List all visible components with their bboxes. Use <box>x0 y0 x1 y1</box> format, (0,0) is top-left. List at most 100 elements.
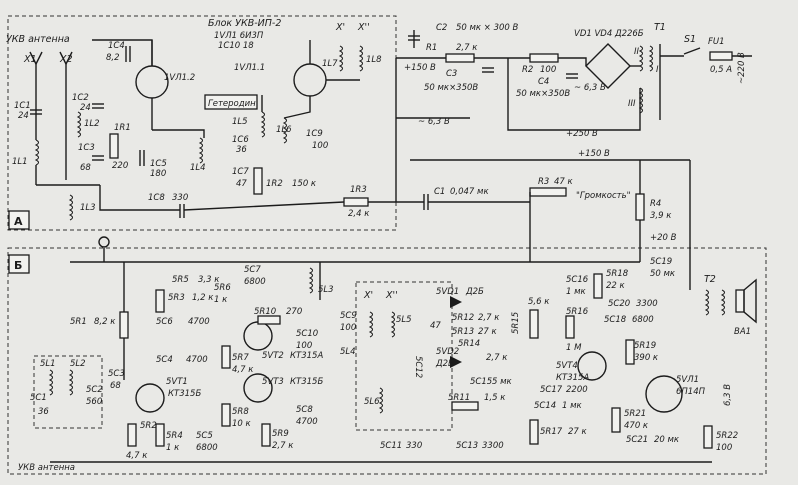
resistor-1r1-value: 220 <box>112 161 128 171</box>
resistor-5r21-value: 470 к <box>624 421 649 431</box>
resistor-5r7-label: 5R7 <box>232 353 249 363</box>
resistor-5r10-label: 5R10 <box>254 307 276 317</box>
resistor-r2 <box>529 53 559 63</box>
coil-1l2 <box>77 111 81 138</box>
potentiometer-r3[interactable] <box>529 187 567 197</box>
heater-label: 6,3 В <box>723 384 733 406</box>
diode-5vd1-label: 5VD1 <box>436 287 459 297</box>
pot-r3-value: 47 к <box>554 177 574 187</box>
coil-1l8 <box>359 45 363 72</box>
resistor-5r12-value: 2,7 к <box>478 313 500 323</box>
transformer-t2-label: T2 <box>704 274 716 285</box>
cap-5c16-label: 5С16 <box>566 275 589 285</box>
resistor-5r7-value: 4,7 к <box>232 365 254 375</box>
resistor-5r9-value: 2,7 к <box>272 441 294 451</box>
cap-1c3-value: 68 <box>80 163 91 173</box>
cap-5c21-value: 20 мк <box>654 435 680 445</box>
resistor-5r4 <box>155 423 165 447</box>
resistor-5r13-value: 27 к <box>478 327 498 337</box>
resistor-5r11-label: 5R11 <box>448 393 470 403</box>
coil-5l1-label: 5L1 <box>40 359 56 369</box>
tube-5vl1-label: 5VЛ1 <box>676 375 699 385</box>
cap-c1-value: 0,047 мк <box>450 187 489 197</box>
block-b-frame <box>7 247 767 475</box>
x-top-1: X' <box>335 22 345 33</box>
speaker-cone <box>743 278 757 324</box>
terminal-top[interactable] <box>98 236 110 248</box>
winding-iii: III <box>628 99 636 109</box>
transistor-5vt3 <box>243 373 273 403</box>
coil-1l7 <box>339 45 343 72</box>
cap-1c6-value: 36 <box>236 145 247 155</box>
resistor-r4-label: R4 <box>650 199 661 209</box>
resistor-5r22-label: 5R22 <box>716 431 738 441</box>
cap-5c12-value: 47 <box>430 321 441 331</box>
resistor-5r18-value: 22 к <box>606 281 626 291</box>
coil-5l2-label: 5L2 <box>70 359 86 369</box>
cap-1c5-value: 180 <box>150 169 166 179</box>
cap-5c20-label: 5С20 <box>608 299 630 309</box>
detector-can <box>355 281 453 431</box>
resistor-5r22 <box>703 425 713 449</box>
cap-5c10-label: 5С10 <box>296 329 318 339</box>
winding-ii: II <box>634 47 640 57</box>
resistor-5r16-value: 1 М <box>566 343 582 353</box>
transistor-5vt1-type: КТ315Б <box>168 389 201 399</box>
resistor-5r4-value: 1 к <box>166 443 180 453</box>
heater-63-label: ~ 6,3 В <box>418 117 450 127</box>
rail-250-label: +250 В <box>566 129 598 139</box>
cap-5c5-value: 6800 <box>196 443 218 453</box>
resistor-5r11 <box>451 401 479 411</box>
coil-1l8-label: 1L8 <box>366 55 382 65</box>
cap-1c4-label: 1С4 <box>108 41 125 51</box>
diode-5vd1 <box>450 296 462 308</box>
coil-5l5-label: 5L5 <box>396 315 412 325</box>
link-c1: С1 0,047 мк <box>396 187 530 210</box>
antenna-input-x2 <box>59 51 73 180</box>
heterodyne-label: Гетеродин <box>208 99 256 109</box>
resistor-5r15 <box>529 309 539 339</box>
block-b-label: Б <box>14 259 22 272</box>
cap-1c4-value: 8,2 <box>106 53 120 63</box>
resistor-5r15-label: 5R15 <box>511 312 521 334</box>
resistor-5r13-label: 5R13 <box>452 327 474 337</box>
antenna-b-label: УКВ антенна <box>18 463 75 473</box>
resistor-5r6-value: 1 к <box>214 295 228 305</box>
resistor-5r8-label: 5R8 <box>232 407 249 417</box>
speaker-label: BA1 <box>734 327 751 337</box>
cap-5c19-label: 5С19 <box>650 257 672 267</box>
x1-label: X1 <box>23 54 37 65</box>
diode-bridge-label: VD1 VD4 Д226Б <box>574 29 644 39</box>
transistor-5vt2 <box>243 321 273 351</box>
resistor-5r10-value: 270 <box>286 307 302 317</box>
resistor-r1-value: 2,7 к <box>456 43 478 53</box>
t2-winding-1 <box>705 289 709 316</box>
cap-1c3-label: 1С3 <box>78 143 95 153</box>
switch-s1-label: S1 <box>684 34 696 45</box>
transistor-5vt3-type: КТ315Б <box>290 377 323 387</box>
cap-5c18-value: 6800 <box>632 315 654 325</box>
pot-r3-label: R3 <box>538 177 549 187</box>
resistor-5r3-value: 1,2 к <box>192 293 214 303</box>
cap-5c1-value: 36 <box>38 407 49 417</box>
cap-5c4-value: 4700 <box>186 355 208 365</box>
coil-5l3 <box>309 267 313 294</box>
resistor-r1-label: R1 <box>426 43 437 53</box>
resistor-r4-value: 3,9 к <box>650 211 672 221</box>
resistor-5r7 <box>221 345 231 369</box>
speaker-ba1 <box>735 289 745 313</box>
resistor-5r9 <box>261 423 271 447</box>
block-a-label: А <box>14 215 23 228</box>
output-150-label: +150 В <box>578 149 610 159</box>
resistor-r2-value: 100 <box>540 65 556 75</box>
resistor-5r21-label: 5R21 <box>624 409 646 419</box>
cap-5c15-label: 5С15 <box>470 377 492 387</box>
resistor-1r3-value: 2,4 к <box>348 209 370 219</box>
resistor-5r1 <box>119 311 129 339</box>
resistor-5r19-value: 390 к <box>634 353 659 363</box>
cap-5c6-value: 4700 <box>188 317 210 327</box>
resistor-1r1 <box>109 133 119 159</box>
block-a-tag <box>8 210 30 230</box>
rail-150-label: +150 В <box>404 63 436 73</box>
tube-a-label: 1VЛ1.2 <box>164 73 195 83</box>
